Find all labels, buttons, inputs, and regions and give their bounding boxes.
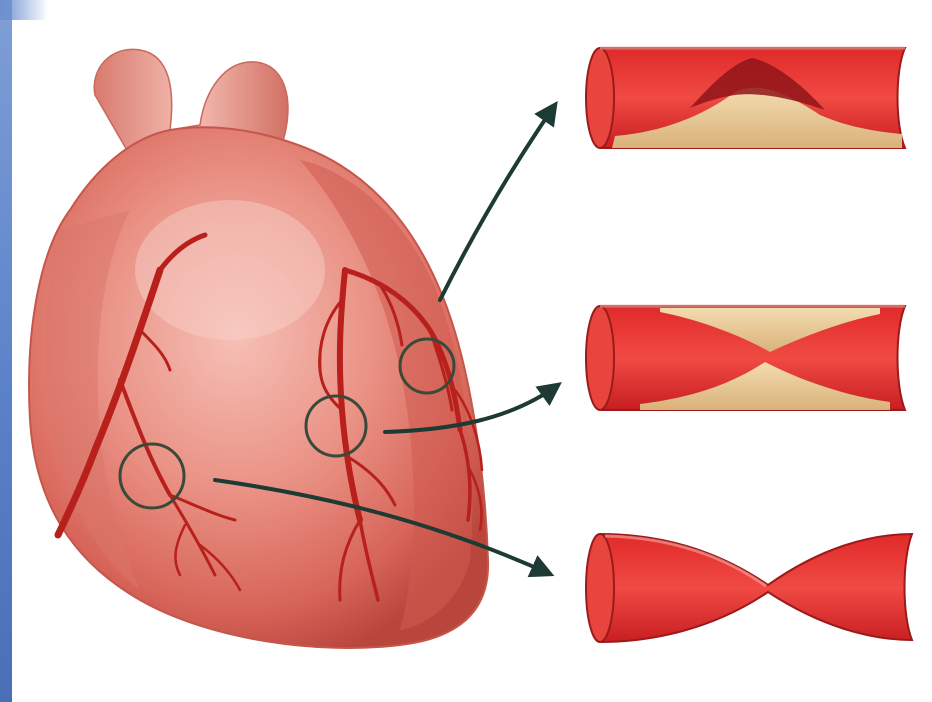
vessel-panel-bottom	[586, 534, 912, 642]
heart	[29, 49, 488, 648]
vessel-panel-top	[586, 48, 905, 148]
arrow-top	[440, 105, 555, 300]
vessel-panel-middle	[586, 306, 905, 410]
